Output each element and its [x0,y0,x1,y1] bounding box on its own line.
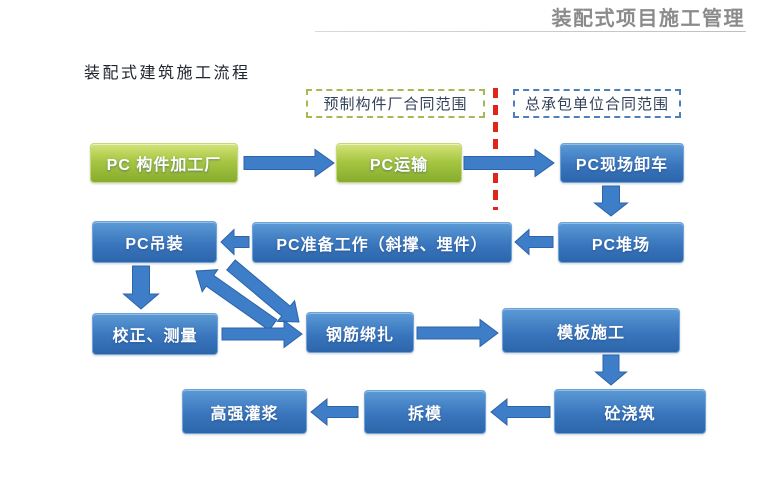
flow-node-pc-site-unloading: PC现场卸车 [560,143,684,183]
flow-node-pc-storage-yard: PC堆场 [558,222,684,263]
flow-node-high-strength-grouting: 高强灌浆 [182,389,307,434]
flow-node-calibration-survey: 校正、测量 [92,313,218,355]
flow-node-pc-preparation: PC准备工作（斜撑、埋件） [252,222,512,263]
arrow-hoisting-to-calibration [122,265,160,310]
page-subtitle: 装配式建筑施工流程 [84,65,251,82]
flow-node-concrete-pouring: 砼浇筑 [554,389,706,434]
arrow-diagonal-up-left [195,269,278,331]
arrow-factory-to-transport [243,148,335,178]
arrow-rebar-to-formwork [416,318,499,348]
arrow-diagonal-down-right [226,259,300,323]
flow-node-rebar-tying: 钢筋绑扎 [306,312,414,353]
flow-node-pc-hoisting: PC吊装 [92,221,217,263]
flow-node-formwork-removal: 拆模 [364,390,486,434]
flow-node-formwork-construction: 模板施工 [502,308,680,353]
title-underline-rule [315,31,746,32]
arrow-formwork-to-pouring [594,354,628,386]
slide-title: 装配式项目施工管理 [551,8,745,30]
flow-node-pc-transport: PC运输 [336,143,462,183]
arrow-storage-to-preparation [514,228,554,256]
arrow-unloading-to-storage [593,185,629,217]
contract-boundary-divider [493,88,498,210]
arrow-calibration-to-rebar [221,319,303,349]
scope-label-precast-factory: 预制构件厂合同范围 [306,89,485,118]
flow-node-pc-component-factory: PC 构件加工厂 [90,143,238,183]
arrow-preparation-to-hoisting [220,228,250,256]
arrow-pouring-to-removal [490,397,551,427]
arrow-transport-to-unloading [463,148,555,178]
arrow-removal-to-grouting [310,397,359,427]
scope-label-general-contractor: 总承包单位合同范围 [513,89,681,118]
